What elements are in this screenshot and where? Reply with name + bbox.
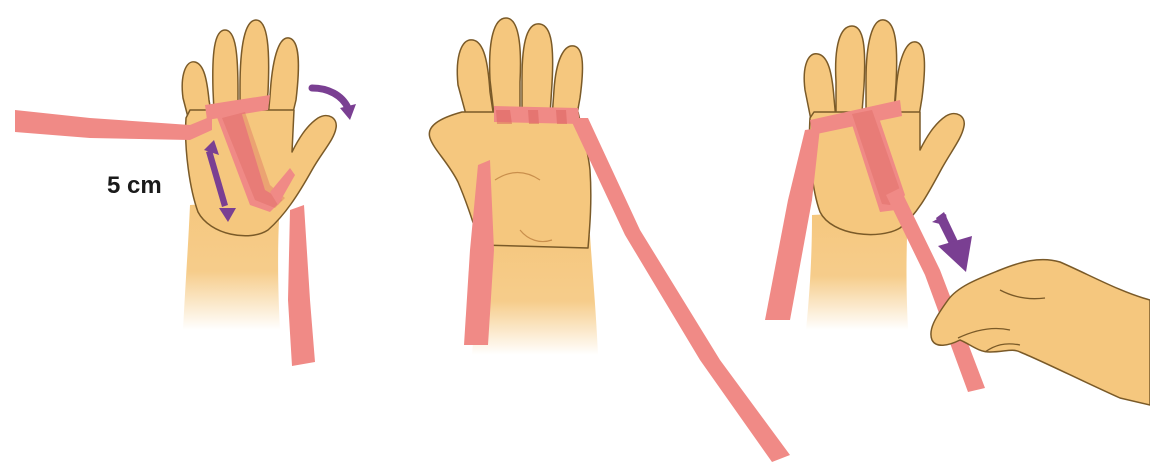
down-arrow-icon bbox=[932, 212, 972, 272]
step-1-strap-end bbox=[15, 110, 212, 140]
step-2-hand bbox=[429, 18, 591, 248]
step-1-illustration: 5 cm bbox=[15, 20, 356, 366]
step-1-strap-hanging bbox=[288, 205, 315, 366]
curved-arrow-icon bbox=[312, 88, 356, 120]
step-2-strap-wraps bbox=[494, 106, 580, 124]
step-2-illustration bbox=[429, 18, 790, 462]
measurement-label: 5 cm bbox=[107, 172, 162, 199]
step-2-strap-long bbox=[570, 118, 790, 462]
step-3-pulling-hand bbox=[931, 260, 1150, 405]
step-3-illustration bbox=[765, 20, 1150, 405]
